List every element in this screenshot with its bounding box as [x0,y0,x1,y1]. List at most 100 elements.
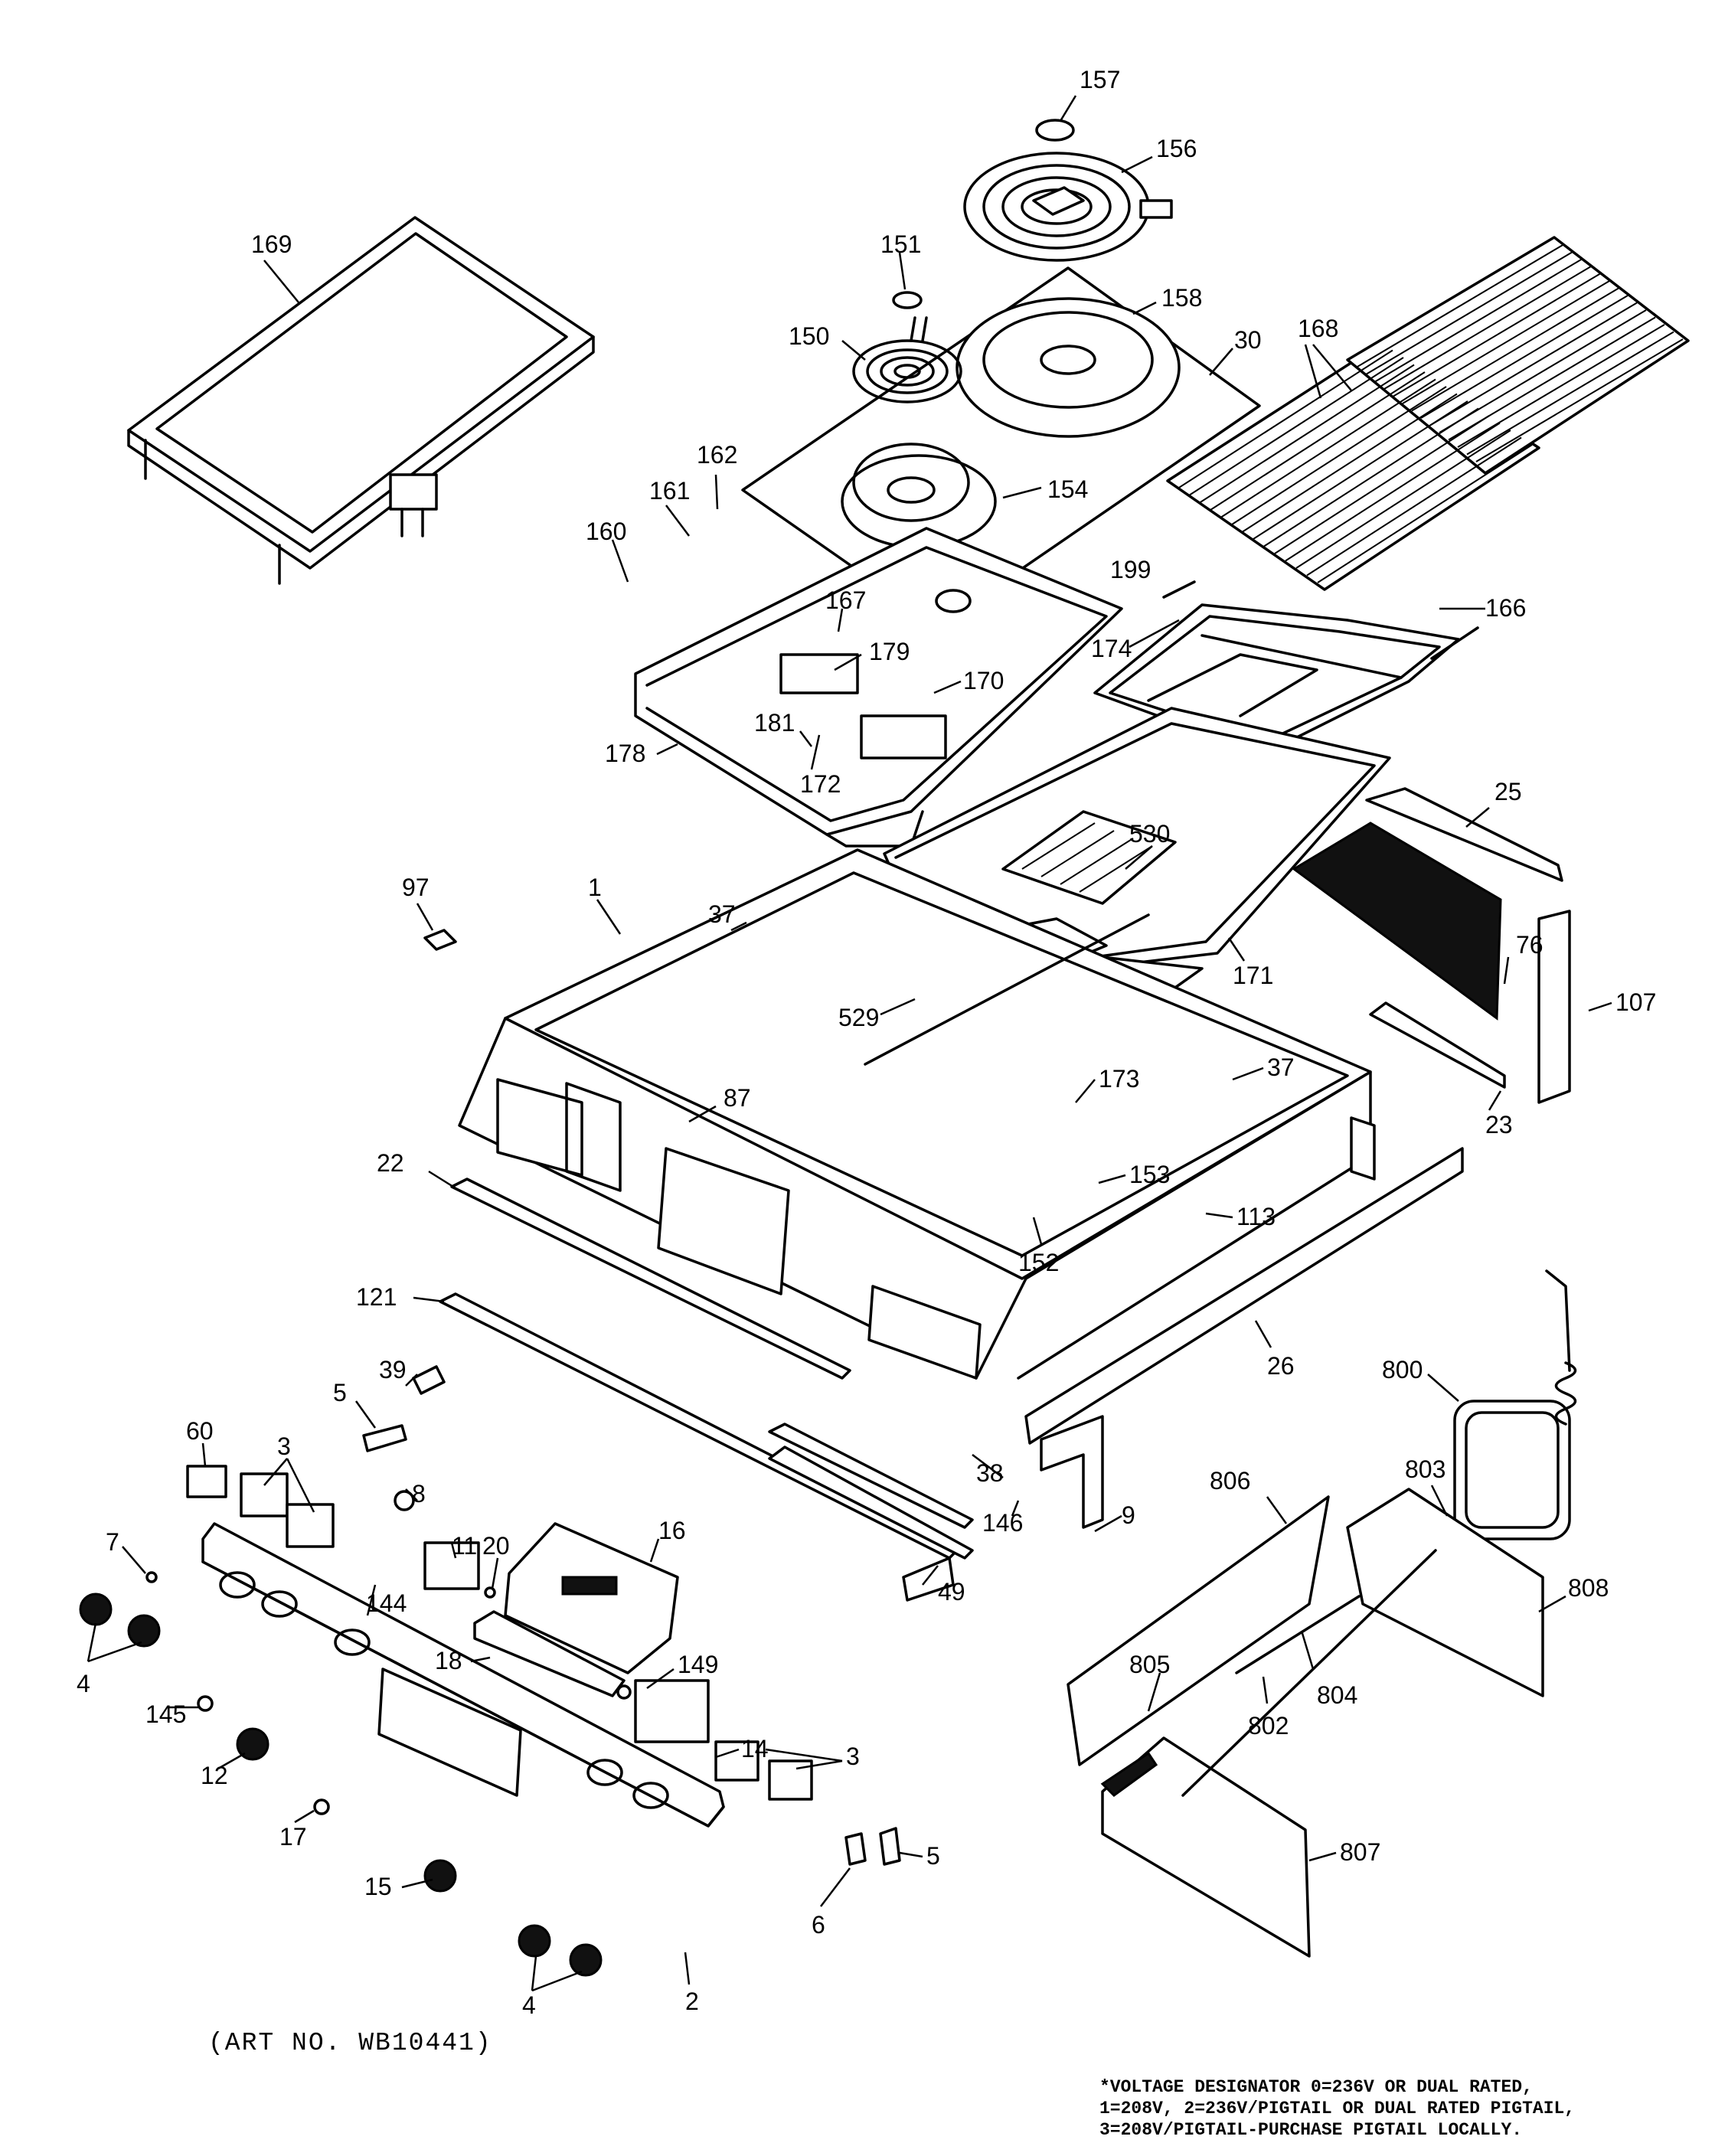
callout-4-right: 4 [522,1991,536,2019]
grate-rib [1317,444,1533,583]
callout-805: 805 [1129,1651,1170,1678]
callout-5-left: 5 [333,1379,347,1406]
callout-25: 25 [1494,778,1522,805]
callout-166: 166 [1485,594,1526,622]
callout-803: 803 [1405,1455,1446,1483]
callout-17: 17 [279,1823,307,1851]
callout-179: 179 [869,638,910,665]
note-line-2: 1=208V, 2=236V/PIGTAIL OR DUAL RATED PIG… [1099,2099,1576,2118]
main-body [458,848,1376,1380]
callout-149: 149 [678,1651,718,1678]
callout-15: 15 [364,1873,392,1900]
callout-804: 804 [1317,1681,1357,1709]
callout-156: 156 [1156,135,1197,162]
callout-800: 800 [1382,1356,1423,1383]
callout-87: 87 [724,1084,751,1112]
callout-160: 160 [586,518,626,545]
grate-rib [1210,371,1426,511]
grate-rib [1393,273,1601,397]
callout-107: 107 [1615,988,1656,1016]
grate-rib [1420,295,1628,419]
callout-16: 16 [658,1517,686,1544]
callout-37-top: 37 [708,900,736,928]
callout-199: 199 [1110,556,1151,583]
callout-161: 161 [649,477,690,505]
callout-178: 178 [605,740,645,767]
grate-rib [1220,378,1436,518]
element-cap [892,119,1075,309]
callout-162: 162 [697,441,737,469]
callout-12: 12 [201,1762,228,1789]
callout-4-left: 4 [77,1670,90,1697]
callout-11: 11 [452,1532,477,1560]
side-trim [1024,787,1571,1529]
callout-76: 76 [1516,931,1544,959]
callout-145: 145 [145,1700,186,1728]
cooktop-cartridge [741,266,1261,628]
small-brackets [362,929,901,1866]
art-number-caption: (ART NO. WB10441) [208,2029,492,2057]
callout-172: 172 [800,770,841,798]
grate-rib [1411,287,1619,412]
callout-49: 49 [938,1578,965,1606]
grate-rib [1199,364,1415,504]
grate-rib [1188,357,1404,496]
callout-39: 39 [379,1356,407,1383]
callout-807: 807 [1340,1838,1380,1866]
callout-168: 168 [1298,315,1338,342]
control-knobs [79,1571,603,1977]
grate-rib [1242,393,1458,533]
callout-181: 181 [754,709,795,737]
callout-806: 806 [1210,1467,1250,1494]
grate-rib [1274,415,1490,554]
callout-144: 144 [366,1589,407,1617]
callout-14: 14 [741,1735,769,1762]
front-trims [439,1178,974,1602]
callout-2: 2 [685,1988,699,2015]
note-line-1: *VOLTAGE DESIGNATOR 0=236V OR DUAL RATED… [1099,2077,1533,2097]
surface-element-small [852,316,962,403]
callout-6: 6 [812,1911,825,1939]
callout-167: 167 [825,586,866,614]
rotisserie-motor [1453,1269,1577,1540]
callout-152: 152 [1018,1249,1059,1276]
grate-rib [1374,258,1583,383]
callout-22: 22 [377,1149,404,1177]
grate-rib [1178,349,1393,489]
callout-labels: 157 156 169 151 158 150 30 168 162 161 1… [77,66,1656,2019]
grate-rib [1466,331,1674,456]
callout-146: 146 [982,1509,1023,1537]
callout-153: 153 [1129,1161,1170,1188]
callout-113: 113 [1236,1203,1276,1230]
callout-7: 7 [106,1528,119,1556]
callout-97: 97 [402,874,430,901]
grate-rib [1439,309,1647,433]
callout-150: 150 [789,322,829,350]
callout-5-right: 5 [926,1842,940,1870]
note-line-3: 3=208V/PIGTAIL-PURCHASE PIGTAIL LOCALLY. [1099,2120,1523,2140]
callout-151: 151 [880,230,921,258]
callout-808: 808 [1568,1574,1609,1602]
callout-38: 38 [976,1459,1004,1487]
grate-rib [1429,302,1638,426]
grate-rib [1448,316,1656,441]
callout-157: 157 [1080,66,1120,93]
grate-rib [1306,436,1522,577]
griddle [127,216,595,585]
grill-grates [1166,236,1690,591]
leader-lines [87,95,1612,1992]
callout-169: 169 [251,230,292,258]
callout-170: 170 [963,667,1004,694]
surface-element-large [963,152,1173,262]
callout-26: 26 [1267,1352,1295,1380]
callout-18: 18 [435,1647,462,1674]
grate-rib [1457,324,1665,448]
callout-23: 23 [1485,1111,1513,1138]
callout-174: 174 [1091,635,1132,662]
callout-171: 171 [1233,962,1273,989]
callout-530: 530 [1129,820,1170,848]
callout-37-right: 37 [1267,1054,1295,1081]
callout-9: 9 [1122,1501,1135,1529]
callout-158: 158 [1161,284,1202,312]
